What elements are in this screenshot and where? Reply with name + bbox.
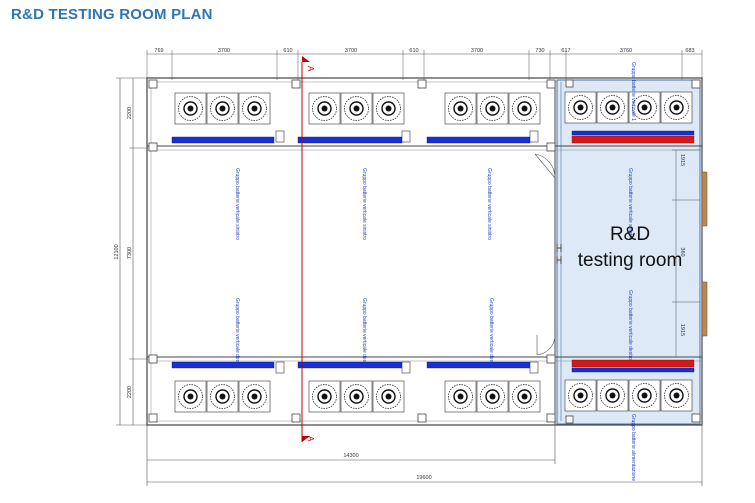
dim-top-5: 610 — [409, 48, 418, 54]
left-dimension-line — [116, 77, 148, 426]
rd-right-dimension — [672, 149, 700, 358]
fan-unit-icon — [372, 380, 405, 413]
fan-unit-icon — [508, 380, 541, 413]
dim-left-3: 2200 — [127, 386, 133, 398]
fan-unit-icon — [372, 92, 405, 125]
fan-unit-icon — [476, 92, 509, 125]
fan-unit-icon — [174, 380, 207, 413]
fan-unit-icon — [444, 380, 477, 413]
dim-left-1: 2200 — [127, 107, 133, 119]
section-arrow-icon — [302, 56, 310, 62]
fan-unit-icon — [660, 91, 693, 124]
dim-left-2: 7300 — [127, 247, 133, 259]
fan-unit-icon — [564, 91, 597, 124]
battery-label: Gruppo batterie verticale sinistro — [361, 168, 367, 240]
dim-top-10: 683 — [685, 48, 694, 54]
section-label-bottom: A — [306, 436, 315, 442]
fan-unit-icon — [238, 92, 271, 125]
fan-unit-icon — [596, 379, 629, 412]
dim-bottom-inner: 14300 — [343, 453, 358, 459]
battery-label: Gruppo batterie verticale destro — [234, 298, 240, 368]
dim-top-1: 769 — [154, 48, 163, 54]
fan-unit-icon — [340, 380, 373, 413]
fan-unit-icon — [564, 379, 597, 412]
fan-unit-icon — [508, 92, 541, 125]
dim-top-3: 610 — [283, 48, 292, 54]
structural-columns — [148, 79, 701, 424]
fan-unit-icon — [206, 380, 239, 413]
battery-label: Gruppo batterie alimentazione — [630, 414, 636, 481]
outer-wall — [146, 77, 703, 426]
dim-bottom-outer: 19600 — [416, 475, 431, 481]
fan-unit-icon — [174, 92, 207, 125]
dim-top-7: 730 — [535, 48, 544, 54]
battery-label: Gruppo batterie verticale sinistro — [627, 168, 633, 240]
dim-right-2: 360 — [679, 247, 685, 256]
dim-left-total: 12100 — [114, 244, 120, 259]
fan-unit-icon — [308, 92, 341, 125]
rd-room-label-line1: R&D — [610, 224, 650, 245]
fan-unit-icon — [476, 380, 509, 413]
battery-label: Gruppo batterie verticale destro — [488, 298, 494, 368]
door-icon — [534, 153, 556, 356]
dim-top-2: 3700 — [218, 48, 230, 54]
top-dimension-line — [146, 50, 703, 80]
corridor-walls — [147, 80, 702, 425]
fan-unit-icon — [444, 92, 477, 125]
page-title: R&D TESTING ROOM PLAN — [11, 6, 213, 23]
rack-connectors — [275, 130, 539, 374]
rd-exterior-doors — [701, 171, 708, 337]
fan-unit-icon — [596, 91, 629, 124]
dim-top-8: 617 — [561, 48, 570, 54]
battery-label: Gruppo batterie verticale 1 — [630, 62, 636, 121]
fan-unit-icon — [340, 92, 373, 125]
battery-rack-red — [571, 135, 695, 368]
section-label-top: A — [306, 66, 315, 72]
rd-room-label-line2: testing room — [578, 250, 683, 271]
door-hinge-marks — [556, 244, 562, 264]
dim-right-1: 1915 — [679, 154, 685, 166]
battery-label: Gruppo batterie verticale sinistro — [486, 168, 492, 240]
bottom-dimension-line — [146, 425, 703, 486]
battery-label: Gruppo batterie verticale sinistro — [234, 168, 240, 240]
fan-unit-icon — [628, 91, 661, 124]
fan-unit-icon — [206, 92, 239, 125]
fan-unit-icon — [238, 380, 271, 413]
section-arrow-icon — [302, 436, 310, 442]
dim-top-4: 3700 — [345, 48, 357, 54]
battery-label: Gruppo batterie verticale destro — [627, 290, 633, 360]
dim-right-3: 1915 — [679, 324, 685, 336]
fan-unit-icon — [628, 379, 661, 412]
fan-unit-icon — [308, 380, 341, 413]
dim-top-9: 3760 — [620, 48, 632, 54]
battery-rack-blue — [171, 130, 695, 373]
dim-top-6: 3700 — [471, 48, 483, 54]
battery-label: Gruppo batterie verticale destro — [361, 298, 367, 368]
fan-unit-icon — [660, 379, 693, 412]
